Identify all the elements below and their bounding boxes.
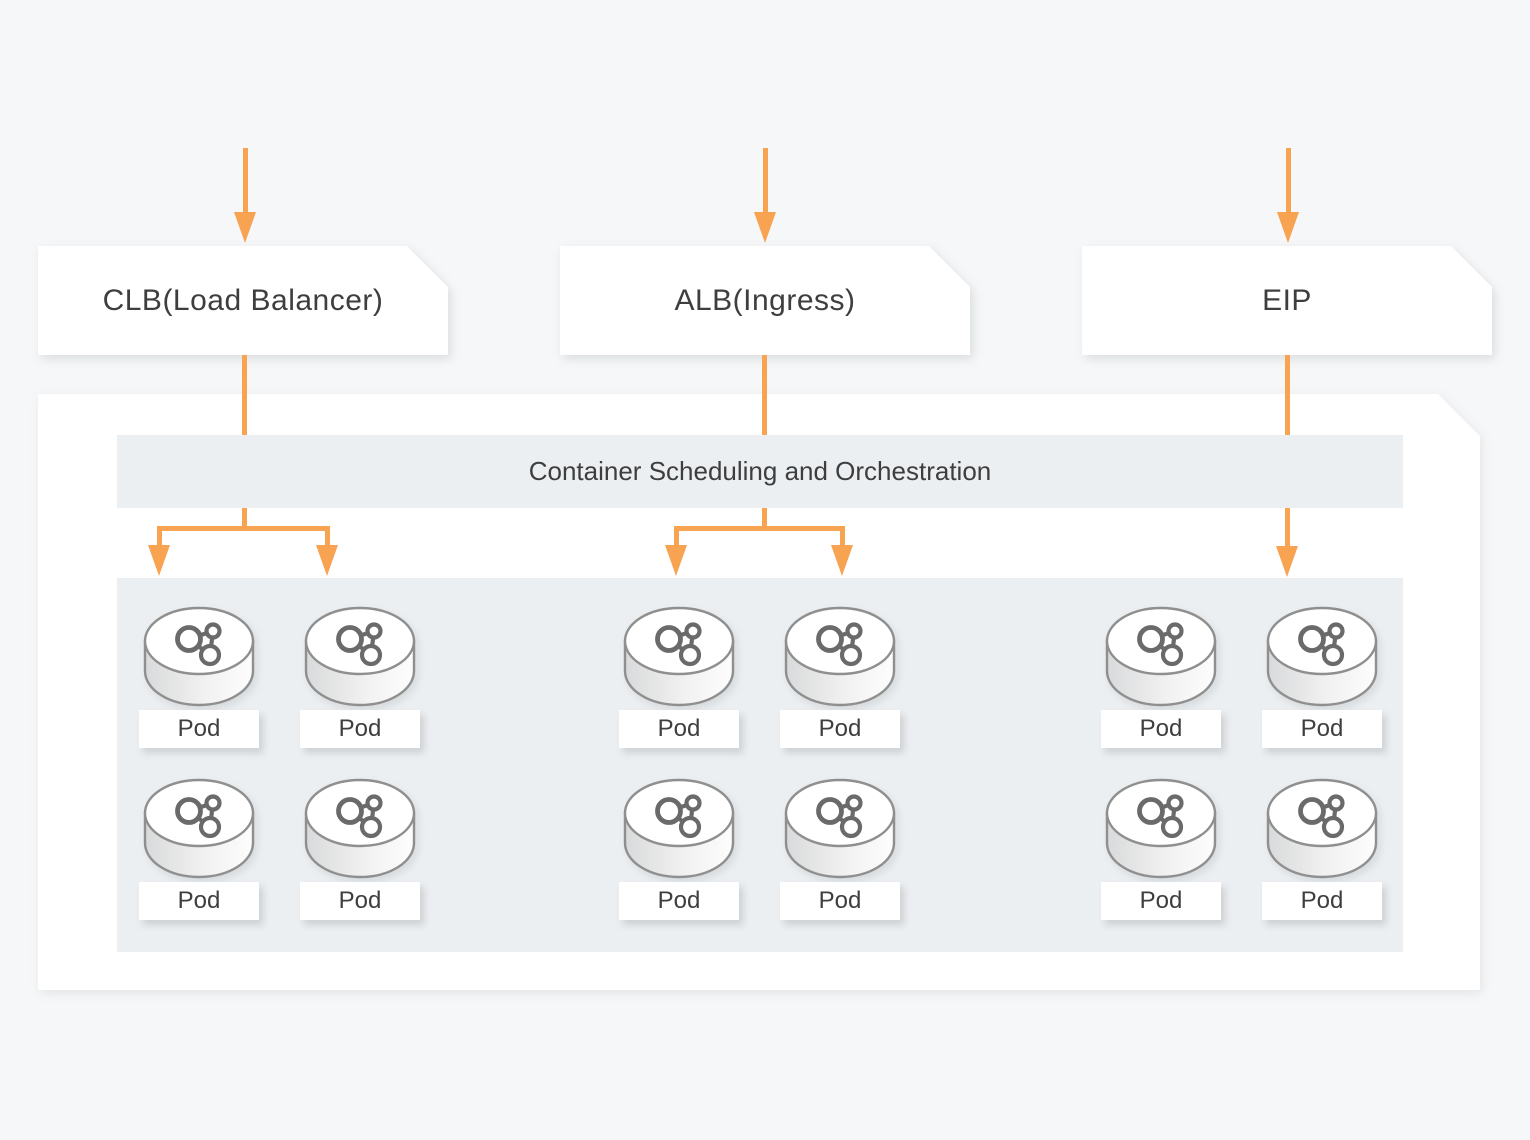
node-eip-label: EIP (1262, 283, 1312, 317)
down-arrow-icon (148, 545, 170, 576)
pod-cylinder-molecule-icon (1266, 606, 1378, 707)
pod-cylinder-molecule-icon (1105, 778, 1217, 879)
pod-cylinder-molecule-icon (623, 778, 735, 879)
down-arrow-icon (665, 545, 687, 576)
pod-group-alb: Pod Pod Pod (619, 605, 900, 920)
node-eip-box: EIP (1082, 246, 1492, 355)
pod: Pod (619, 777, 739, 920)
pod-cylinder-molecule-icon (1266, 778, 1378, 879)
pod: Pod (1101, 777, 1221, 920)
pod-group-clb: Pod Pod Pod (139, 605, 420, 920)
pod: Pod (1262, 605, 1382, 748)
pod-label: Pod (139, 882, 259, 920)
pod-label: Pod (619, 882, 739, 920)
pod-cylinder-molecule-icon (784, 606, 896, 707)
down-arrow-icon (831, 545, 853, 576)
pod-cylinder-molecule-icon (304, 606, 416, 707)
pod-label: Pod (619, 710, 739, 748)
pod-label: Pod (1101, 882, 1221, 920)
connector-clb-split (157, 526, 330, 531)
pod-group-eip: Pod Pod Pod (1101, 605, 1382, 920)
pod-label: Pod (139, 710, 259, 748)
pod-label: Pod (1101, 710, 1221, 748)
node-alb-label: ALB(Ingress) (674, 283, 856, 317)
pod-cylinder-molecule-icon (143, 606, 255, 707)
pod-cylinder-molecule-icon (1105, 606, 1217, 707)
down-arrow-icon (1286, 148, 1291, 214)
pod: Pod (139, 777, 259, 920)
pod-label: Pod (300, 710, 420, 748)
node-clb-label: CLB(Load Balancer) (102, 283, 384, 317)
down-arrow-icon (1276, 546, 1298, 577)
connector-alb-split (674, 526, 845, 531)
pod-label: Pod (300, 882, 420, 920)
down-arrow-icon (234, 212, 256, 243)
pod: Pod (780, 605, 900, 748)
down-arrow-icon (1277, 212, 1299, 243)
pod-label: Pod (780, 882, 900, 920)
pod-label: Pod (780, 710, 900, 748)
node-clb-box: CLB(Load Balancer) (38, 246, 448, 355)
scheduling-bar-title: Container Scheduling and Orchestration (528, 456, 992, 486)
pod: Pod (780, 777, 900, 920)
node-eip: EIP (1082, 246, 1492, 355)
pod-cylinder-molecule-icon (784, 778, 896, 879)
connector-alb-split (840, 526, 845, 547)
down-arrow-icon (316, 545, 338, 576)
pod-label: Pod (1262, 710, 1382, 748)
pod-cylinder-molecule-icon (143, 778, 255, 879)
pod: Pod (1262, 777, 1382, 920)
pod-cylinder-molecule-icon (623, 606, 735, 707)
node-alb: ALB(Ingress) (560, 246, 970, 355)
connector-clb-split (325, 526, 330, 547)
pod-label: Pod (1262, 882, 1382, 920)
down-arrow-icon (763, 148, 768, 214)
down-arrow-icon (243, 148, 248, 214)
pod: Pod (300, 777, 420, 920)
node-alb-box: ALB(Ingress) (560, 246, 970, 355)
connector-clb-split (157, 526, 162, 547)
pod: Pod (1101, 605, 1221, 748)
down-arrow-icon (754, 212, 776, 243)
pod: Pod (619, 605, 739, 748)
scheduling-bar: Container Scheduling and Orchestration (117, 435, 1403, 508)
connector-alb-split (674, 526, 679, 547)
pod: Pod (139, 605, 259, 748)
node-clb: CLB(Load Balancer) (38, 246, 448, 355)
pod-cylinder-molecule-icon (304, 778, 416, 879)
pod: Pod (300, 605, 420, 748)
